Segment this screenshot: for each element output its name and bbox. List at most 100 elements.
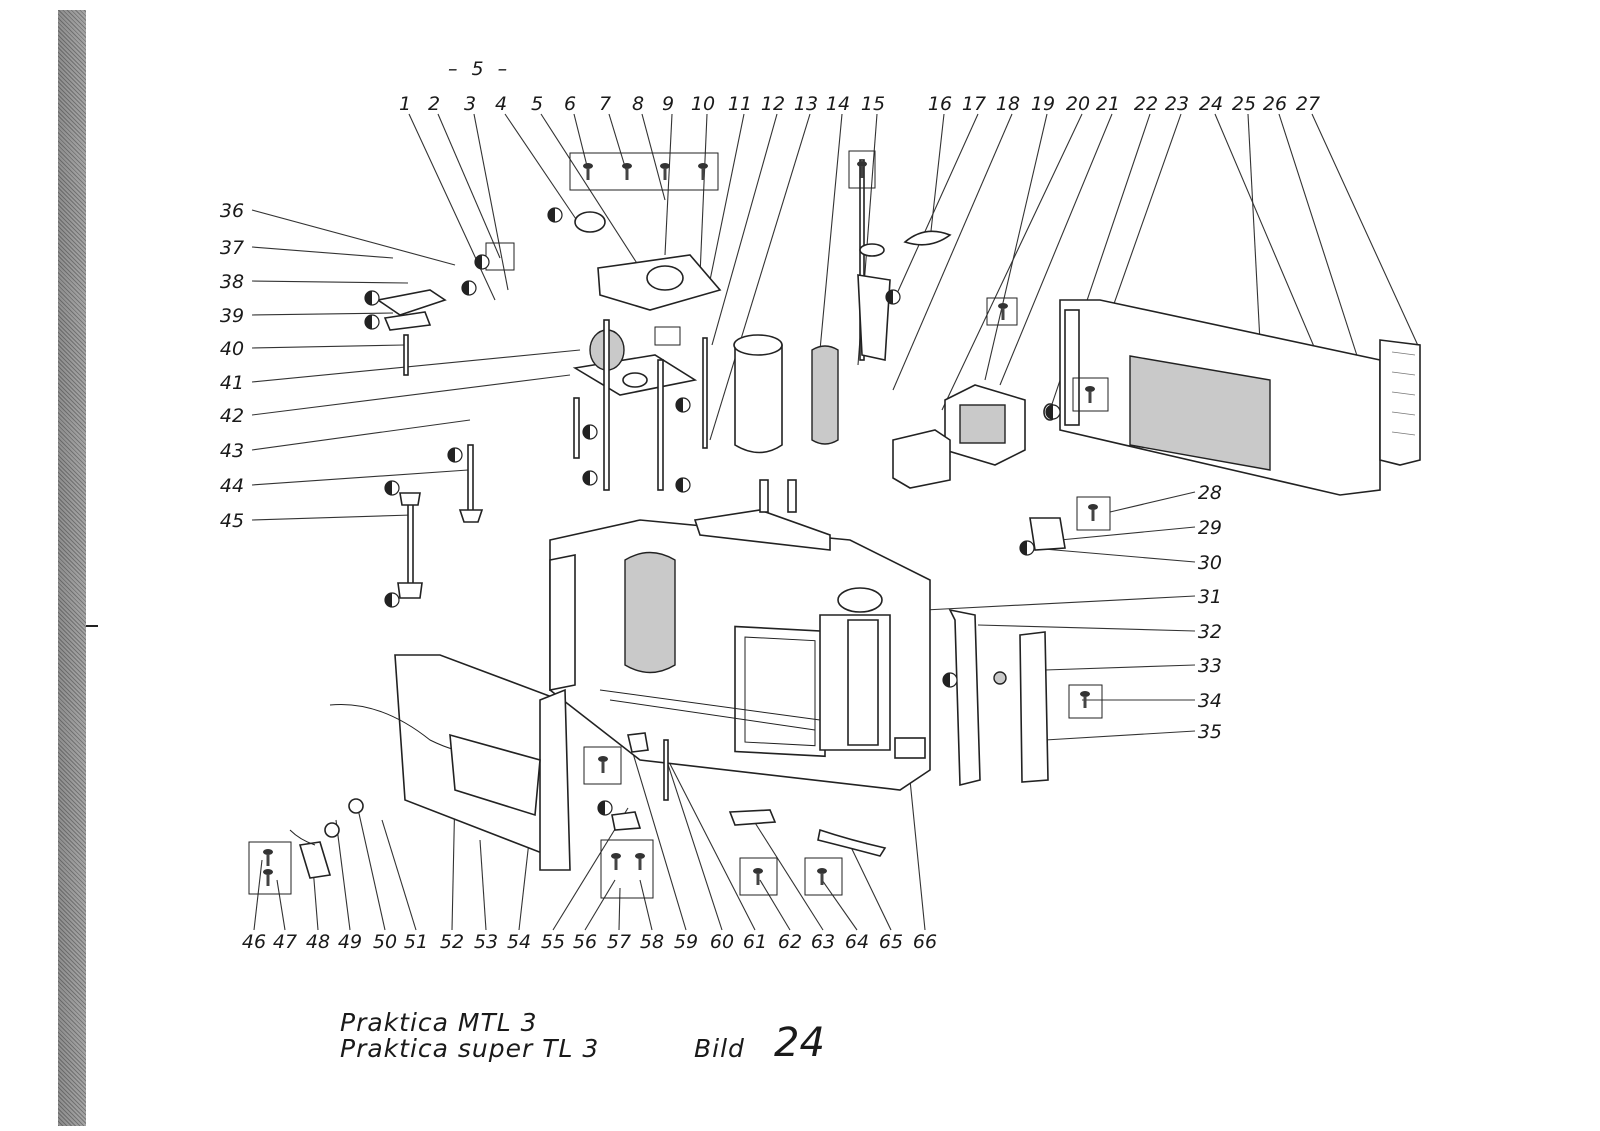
part-label-bottom-48: 48 — [306, 931, 330, 953]
leader-line — [999, 113, 1113, 386]
part-label-top-8: 8 — [632, 93, 644, 115]
screw-icon — [753, 868, 763, 885]
part-label-top-6: 6 — [564, 93, 576, 115]
part-label-left-43: 43 — [220, 440, 244, 462]
part-label-top-24: 24 — [1199, 93, 1223, 115]
leader-line — [1044, 664, 1196, 671]
caption-line-2: Praktica super TL 3 — [340, 1034, 600, 1063]
leader-line — [251, 514, 413, 521]
leader-line — [251, 209, 456, 266]
part-label-top-14: 14 — [826, 93, 850, 115]
leader-line — [751, 817, 824, 931]
part-label-bottom-65: 65 — [879, 931, 903, 953]
part-label-top-18: 18 — [996, 93, 1020, 115]
part-label-left-39: 39 — [220, 305, 244, 327]
shutter-speed-mechanism — [572, 211, 722, 491]
leader-line — [584, 879, 616, 931]
part-label-right-28: 28 — [1198, 482, 1222, 504]
part-label-bottom-47: 47 — [273, 931, 297, 953]
caption-bild-label: Bild — [694, 1034, 745, 1063]
part-label-right-33: 33 — [1198, 655, 1222, 677]
part-label-top-16: 16 — [928, 93, 952, 115]
leader-line — [251, 280, 409, 284]
part-label-bottom-59: 59 — [674, 931, 698, 953]
part-label-bottom-62: 62 — [778, 931, 802, 953]
leader-line — [1278, 113, 1361, 366]
screw-icon — [622, 163, 632, 180]
leader-line — [659, 739, 723, 931]
part-label-bottom-57: 57 — [607, 931, 631, 953]
washer-marker — [1045, 404, 1061, 420]
leader-line — [639, 879, 653, 931]
caption-line-1: Praktica MTL 3 — [340, 1008, 538, 1037]
leader-line — [251, 374, 571, 416]
washer-marker — [547, 207, 563, 223]
part-label-bottom-54: 54 — [507, 931, 531, 953]
rewind-shaft — [857, 159, 952, 361]
washer-marker — [675, 397, 691, 413]
camera-body-frame — [549, 479, 931, 791]
margin-tick-mark — [86, 625, 98, 627]
washer-marker — [364, 314, 380, 330]
leader-line — [408, 113, 496, 301]
washer-marker — [461, 280, 477, 296]
leader-line — [977, 624, 1196, 632]
leader-line — [907, 759, 926, 931]
leader-line — [381, 819, 417, 931]
part-label-top-13: 13 — [794, 93, 818, 115]
part-label-bottom-56: 56 — [573, 931, 597, 953]
part-label-bottom-60: 60 — [710, 931, 734, 953]
caption-model-names: Praktica MTL 3 Praktica super TL 3 — [340, 1010, 599, 1062]
washer-marker — [1019, 540, 1035, 556]
leader-line — [251, 312, 394, 316]
part-label-right-29: 29 — [1198, 517, 1222, 539]
leader-line — [894, 113, 979, 299]
leader-line — [540, 113, 641, 269]
part-label-right-35: 35 — [1198, 721, 1222, 743]
leader-line — [335, 819, 351, 931]
figure-number: 24 — [774, 1020, 825, 1066]
washer-marker — [675, 477, 691, 493]
part-label-bottom-46: 46 — [242, 931, 266, 953]
scan-margin-strip — [58, 10, 86, 1126]
part-label-top-25: 25 — [1232, 93, 1256, 115]
leader-line — [618, 887, 621, 931]
part-label-bottom-61: 61 — [743, 931, 767, 953]
leader-line — [699, 113, 708, 276]
leader-line — [664, 113, 673, 256]
washer-marker — [582, 424, 598, 440]
part-label-top-7: 7 — [599, 93, 611, 115]
back-cover-assembly — [1059, 299, 1421, 496]
leader-line — [251, 344, 405, 349]
leader-line — [1044, 730, 1196, 741]
part-label-right-34: 34 — [1198, 690, 1222, 712]
part-label-top-2: 2 — [428, 93, 440, 115]
washer-markers — [263, 161, 1098, 886]
part-label-bottom-51: 51 — [404, 931, 428, 953]
screw-callout-boxes — [248, 150, 1111, 899]
washer-marker — [942, 672, 958, 688]
part-label-top-1: 1 — [399, 93, 411, 115]
washer-marker — [447, 447, 463, 463]
part-label-right-30: 30 — [1198, 552, 1222, 574]
leader-line — [929, 113, 945, 241]
leader-line — [251, 469, 469, 486]
washer-marker — [885, 289, 901, 305]
part-label-bottom-58: 58 — [640, 931, 664, 953]
leader-line — [1031, 547, 1196, 563]
screw-icon — [263, 869, 273, 886]
leader-line — [473, 113, 509, 291]
leader-line — [819, 113, 843, 351]
leader-line — [631, 749, 687, 931]
washer-marker — [384, 592, 400, 608]
screw-icon — [998, 303, 1008, 320]
leader-line — [251, 246, 394, 259]
leader-line — [1059, 526, 1196, 541]
leader-line — [821, 879, 858, 931]
part-label-left-41: 41 — [220, 372, 244, 394]
leader-line — [924, 595, 1196, 611]
leader-line — [251, 349, 581, 383]
part-label-top-12: 12 — [761, 93, 785, 115]
part-label-left-36: 36 — [220, 200, 244, 222]
